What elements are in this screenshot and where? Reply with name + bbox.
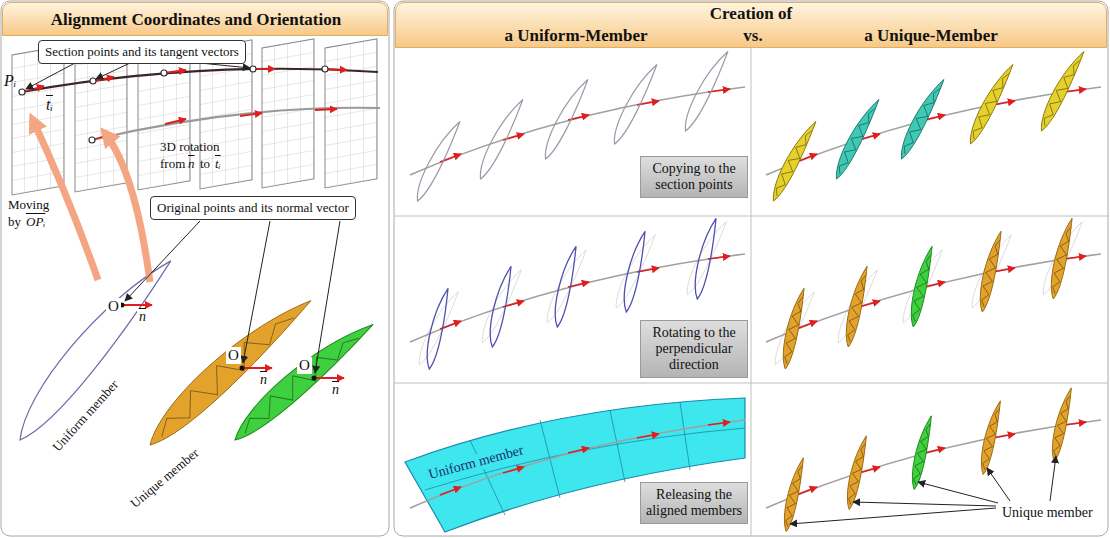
- vector-label: tᵢ: [215, 157, 221, 172]
- box-text: Creation of: [710, 4, 792, 24]
- origin-label: O: [297, 357, 312, 374]
- annotation: by: [8, 215, 21, 230]
- vector-label: tᵢ: [46, 96, 53, 114]
- step-box: Releasing the aligned members: [640, 482, 748, 524]
- box-text: Rotating to the perpendicular direction: [644, 325, 744, 373]
- header-band: Creation of a Uniform-Member vs. a Unique-M…: [395, 2, 1107, 48]
- box-text: Alignment Coordinates and Orientation: [51, 10, 341, 30]
- member-label: Unique member: [1002, 505, 1093, 521]
- annotation: from: [160, 157, 185, 172]
- annotation: 3D rotation: [160, 140, 220, 155]
- box-text: a Uniform-Member: [504, 26, 647, 46]
- vector-label: n: [258, 372, 269, 388]
- annotation: Moving: [8, 198, 49, 213]
- box-text: Copying to the section points: [644, 161, 744, 193]
- box-text: Section points and its tangent vectors: [45, 44, 239, 60]
- callout-box: Original points and its normal vector: [150, 196, 356, 220]
- vector-label: n: [188, 157, 195, 172]
- callout-box: Section points and its tangent vectors: [38, 40, 246, 64]
- box-text: a Unique-Member: [864, 26, 998, 46]
- origin-label: O: [106, 298, 121, 315]
- point-label: Pᵢ: [4, 72, 16, 90]
- box-text: Original points and its normal vector: [157, 200, 349, 216]
- vector-label: n: [137, 309, 148, 325]
- vector-label: OPᵢ: [26, 215, 45, 230]
- annotation: to: [200, 157, 210, 172]
- vector-label: n: [330, 382, 341, 398]
- box-text: Releasing the aligned members: [644, 487, 744, 519]
- header-band: Alignment Coordinates and Orientation: [2, 2, 388, 36]
- step-box: Rotating to the perpendicular direction: [640, 320, 748, 378]
- origin-label: O: [226, 347, 241, 364]
- box-text: vs.: [743, 26, 762, 46]
- step-box: Copying to the section points: [640, 156, 748, 198]
